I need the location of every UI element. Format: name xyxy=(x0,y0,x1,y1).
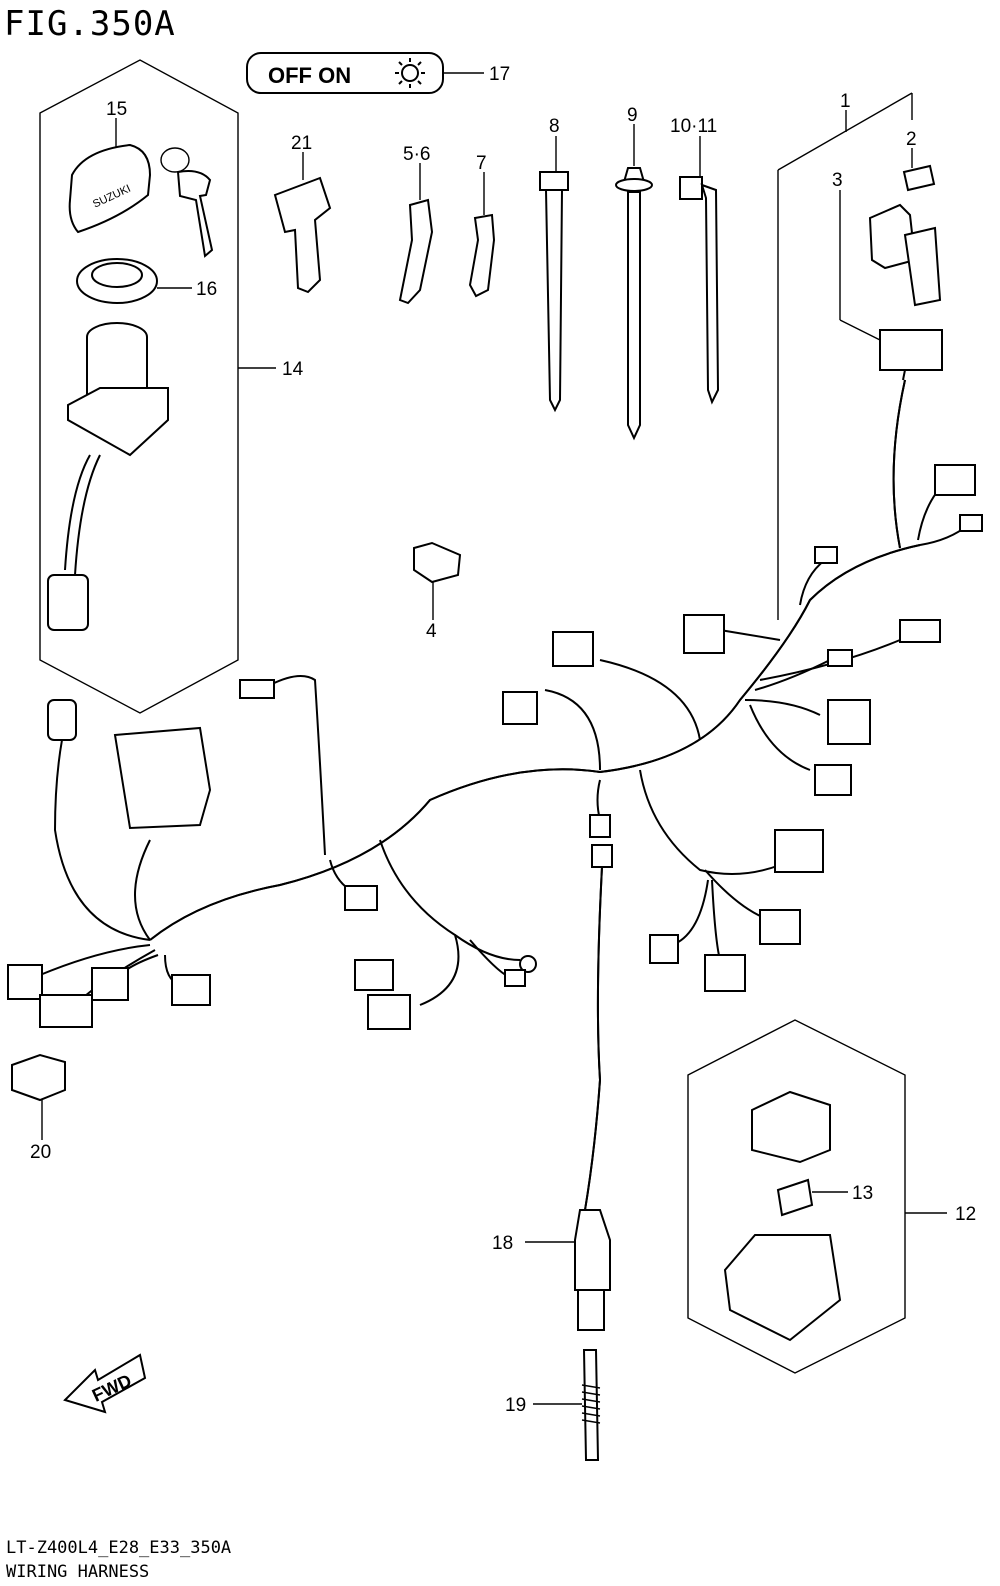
relay-group xyxy=(687,1019,947,1374)
spring-19 xyxy=(581,1349,601,1461)
figure-name: WIRING HARNESS xyxy=(6,1562,150,1582)
callout-1: 1 xyxy=(840,91,851,112)
connector-4 xyxy=(413,541,462,584)
callout-10-11: 10·11 xyxy=(670,116,717,137)
clamp-5-6 xyxy=(398,198,434,305)
callout-3: 3 xyxy=(832,170,843,191)
fuse-holder xyxy=(868,203,943,381)
callout-2: 2 xyxy=(906,129,917,150)
callout-18: 18 xyxy=(492,1233,513,1254)
callout-7: 7 xyxy=(476,153,487,174)
callout-15: 15 xyxy=(106,99,127,120)
ignition-switch-group xyxy=(39,59,276,714)
off-on-label: OFF ON xyxy=(268,63,351,88)
spare-key xyxy=(273,176,332,294)
clamp-7 xyxy=(468,213,496,298)
callout-9: 9 xyxy=(627,105,638,126)
fuse-2 xyxy=(902,164,936,192)
figure-code: LT-Z400L4_E28_E33_350A xyxy=(6,1538,232,1558)
light-bulb-icon xyxy=(395,58,425,88)
callout-14: 14 xyxy=(282,359,304,380)
part-1-bracket xyxy=(777,92,913,620)
off-on-indicator: OFF ON xyxy=(246,52,484,94)
main-harness xyxy=(7,379,983,1211)
callout-8: 8 xyxy=(549,116,560,137)
callout-21: 21 xyxy=(291,133,312,154)
forward-arrow: FWD xyxy=(63,1353,147,1414)
cable-tie-10-11 xyxy=(679,176,720,405)
callout-19: 19 xyxy=(505,1395,526,1416)
callout-5-6: 5·6 xyxy=(403,144,430,165)
cable-tie-8 xyxy=(539,171,569,413)
cable-tie-9 xyxy=(615,167,653,441)
figure-title: FIG.350A xyxy=(4,4,176,44)
ignition-switch xyxy=(47,322,169,631)
relay-20 xyxy=(11,1053,66,1102)
key-cap: SUZUKI xyxy=(68,143,214,258)
callout-20: 20 xyxy=(30,1142,51,1163)
callout-13: 13 xyxy=(852,1183,873,1204)
callout-17: 17 xyxy=(489,64,510,85)
callout-16: 16 xyxy=(196,279,217,300)
oxygen-sensor xyxy=(574,1209,611,1331)
callout-12: 12 xyxy=(955,1204,976,1225)
switch-nut xyxy=(76,258,158,304)
callout-4: 4 xyxy=(426,621,437,642)
